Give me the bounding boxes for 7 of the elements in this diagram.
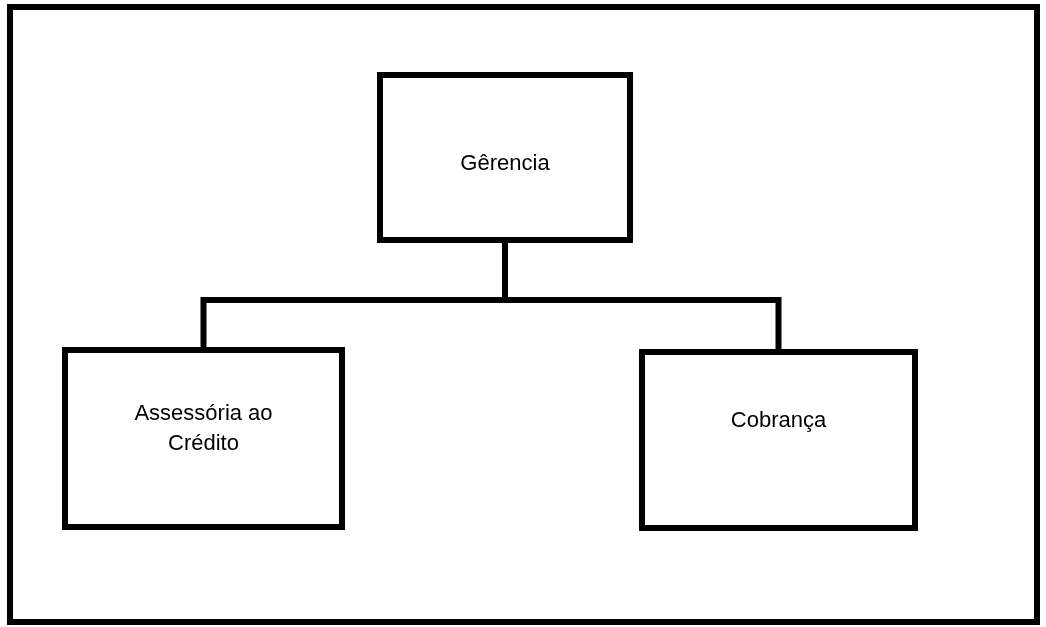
- org-box: [377, 72, 633, 243]
- connector-line: [502, 240, 782, 352]
- org-box: [62, 347, 345, 530]
- box-label: Assessória ao Crédito: [133, 399, 274, 457]
- org-box: [639, 349, 918, 531]
- box-label: Cobrança: [730, 406, 827, 434]
- box-label: Gêrencia: [460, 149, 550, 177]
